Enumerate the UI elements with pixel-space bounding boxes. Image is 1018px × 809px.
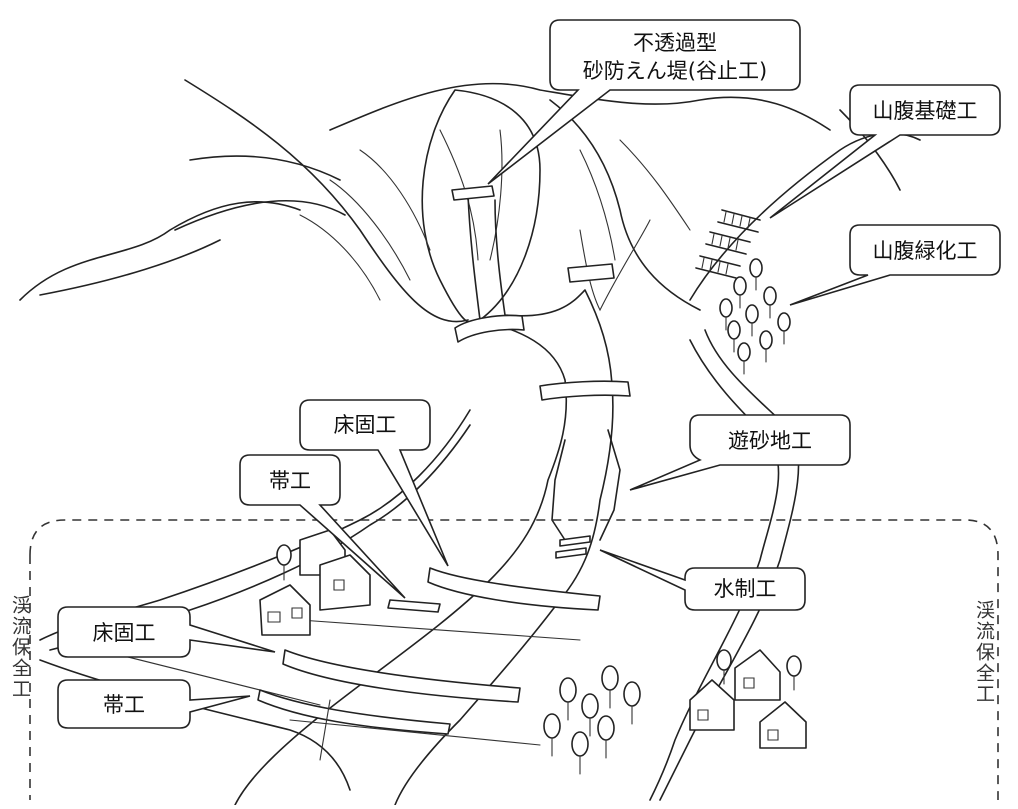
belt-upper-label: 帯工 bbox=[269, 469, 311, 493]
house-icon bbox=[734, 649, 781, 701]
right-road-inner bbox=[649, 339, 780, 801]
stream-conservation-boundary bbox=[29, 519, 999, 800]
bed-fixing-lower-structure bbox=[282, 649, 521, 703]
stream-line-2 bbox=[289, 719, 541, 746]
left-ridge-mid bbox=[189, 155, 341, 181]
basin-right-wall bbox=[599, 429, 621, 541]
center-peak bbox=[421, 89, 541, 325]
belt-upper-structure bbox=[387, 599, 441, 613]
impermeable-dam-label-2: 砂防えん堤(谷止工) bbox=[583, 59, 767, 83]
callout-bed-fixing-upper: 床固工 bbox=[299, 399, 449, 567]
house-icon bbox=[689, 679, 735, 731]
tributary-right bbox=[579, 219, 651, 312]
contour-3 bbox=[359, 149, 431, 251]
tree-icon bbox=[749, 258, 763, 278]
impermeable-dam-label-1: 不透過型 bbox=[633, 31, 717, 55]
callout-hillside-foundation: 山腹基礎工 bbox=[769, 84, 1001, 219]
left-ridge bbox=[184, 79, 469, 323]
tree-icon bbox=[763, 286, 777, 306]
foundation-posts bbox=[701, 211, 751, 275]
callout-sand-retention: 遊砂地工 bbox=[629, 414, 851, 491]
tree-icon bbox=[777, 312, 791, 332]
tree-icon bbox=[716, 649, 732, 671]
belt-lower-label: 帯工 bbox=[103, 693, 145, 717]
foundation-row-2 bbox=[705, 231, 751, 255]
stream-right-bank bbox=[394, 199, 614, 806]
tree-icon bbox=[737, 342, 751, 362]
tree-icon bbox=[786, 655, 802, 677]
tree-icon bbox=[733, 276, 747, 296]
basin-left-wall bbox=[551, 439, 566, 541]
belt-lower-structure bbox=[257, 689, 451, 735]
stream-conservation-label-right: 渓流保全工 bbox=[973, 600, 995, 705]
callout-belt-lower: 帯工 bbox=[57, 679, 251, 729]
callout-spur-dike: 水制工 bbox=[599, 549, 806, 611]
tree-icon bbox=[543, 713, 561, 739]
tree-icon bbox=[745, 304, 759, 324]
hillside-works bbox=[695, 209, 791, 375]
hillside-foundation-label: 山腹基礎工 bbox=[873, 99, 978, 123]
spur-dike-label: 水制工 bbox=[714, 577, 777, 601]
tree-icon bbox=[581, 693, 599, 719]
stream-line-3 bbox=[319, 699, 331, 761]
tree-icon bbox=[601, 665, 619, 691]
valley-dam-1 bbox=[454, 314, 525, 343]
callout-belt-upper: 帯工 bbox=[239, 454, 406, 599]
right-slope-edge bbox=[839, 109, 901, 191]
stream-line-1 bbox=[299, 619, 581, 641]
upper-dams bbox=[451, 185, 631, 559]
house-icon bbox=[319, 554, 371, 611]
spur-dike-1 bbox=[559, 535, 591, 547]
tree-icon bbox=[276, 544, 292, 566]
greening-trees bbox=[719, 258, 791, 375]
house-icon bbox=[759, 701, 807, 749]
left-ridge-lower bbox=[174, 200, 346, 231]
bed-fixing-upper-label: 床固工 bbox=[334, 413, 397, 437]
valley-dam-2 bbox=[567, 263, 615, 283]
contour-2 bbox=[329, 179, 411, 281]
callout-impermeable-dam: 不透過型 砂防えん堤(谷止工) bbox=[487, 19, 801, 185]
houses-right bbox=[689, 649, 807, 749]
tree-icon bbox=[719, 298, 733, 318]
tree-icon bbox=[559, 677, 577, 703]
lower-bed-works bbox=[257, 567, 601, 761]
foundation-row-3 bbox=[695, 255, 741, 279]
right-road-outer bbox=[659, 329, 800, 801]
stream-conservation-label-left: 渓流保全工 bbox=[9, 595, 31, 700]
trees-lower-center bbox=[543, 665, 641, 775]
contour-1 bbox=[299, 214, 381, 301]
tree-icon bbox=[597, 715, 615, 741]
callout-bed-fixing-lower: 床固工 bbox=[57, 606, 276, 658]
foundation-row-1 bbox=[717, 209, 761, 233]
contour-7 bbox=[619, 139, 691, 231]
callout-hillside-greening: 山腹緑化工 bbox=[789, 224, 1001, 306]
hillside-greening-label: 山腹緑化工 bbox=[873, 239, 978, 263]
spur-dike-2 bbox=[555, 547, 587, 559]
sand-retention-label: 遊砂地工 bbox=[728, 429, 812, 453]
far-left-ridge bbox=[19, 201, 301, 301]
far-left-contour bbox=[39, 239, 221, 296]
right-valley-wall bbox=[549, 99, 701, 311]
bed-fixing-lower-label: 床固工 bbox=[93, 621, 156, 645]
valley-dam-3 bbox=[539, 380, 631, 401]
impermeable-dam-mark bbox=[451, 185, 495, 201]
tree-icon bbox=[727, 320, 741, 340]
tree-icon bbox=[623, 681, 641, 707]
bed-fixing-upper-structure bbox=[427, 567, 601, 611]
houses-left bbox=[259, 529, 371, 636]
back-ridge bbox=[329, 82, 831, 131]
tree-icon bbox=[571, 731, 589, 757]
tree-icon bbox=[759, 330, 773, 350]
contour-5 bbox=[489, 129, 503, 261]
contour-6 bbox=[579, 149, 616, 261]
